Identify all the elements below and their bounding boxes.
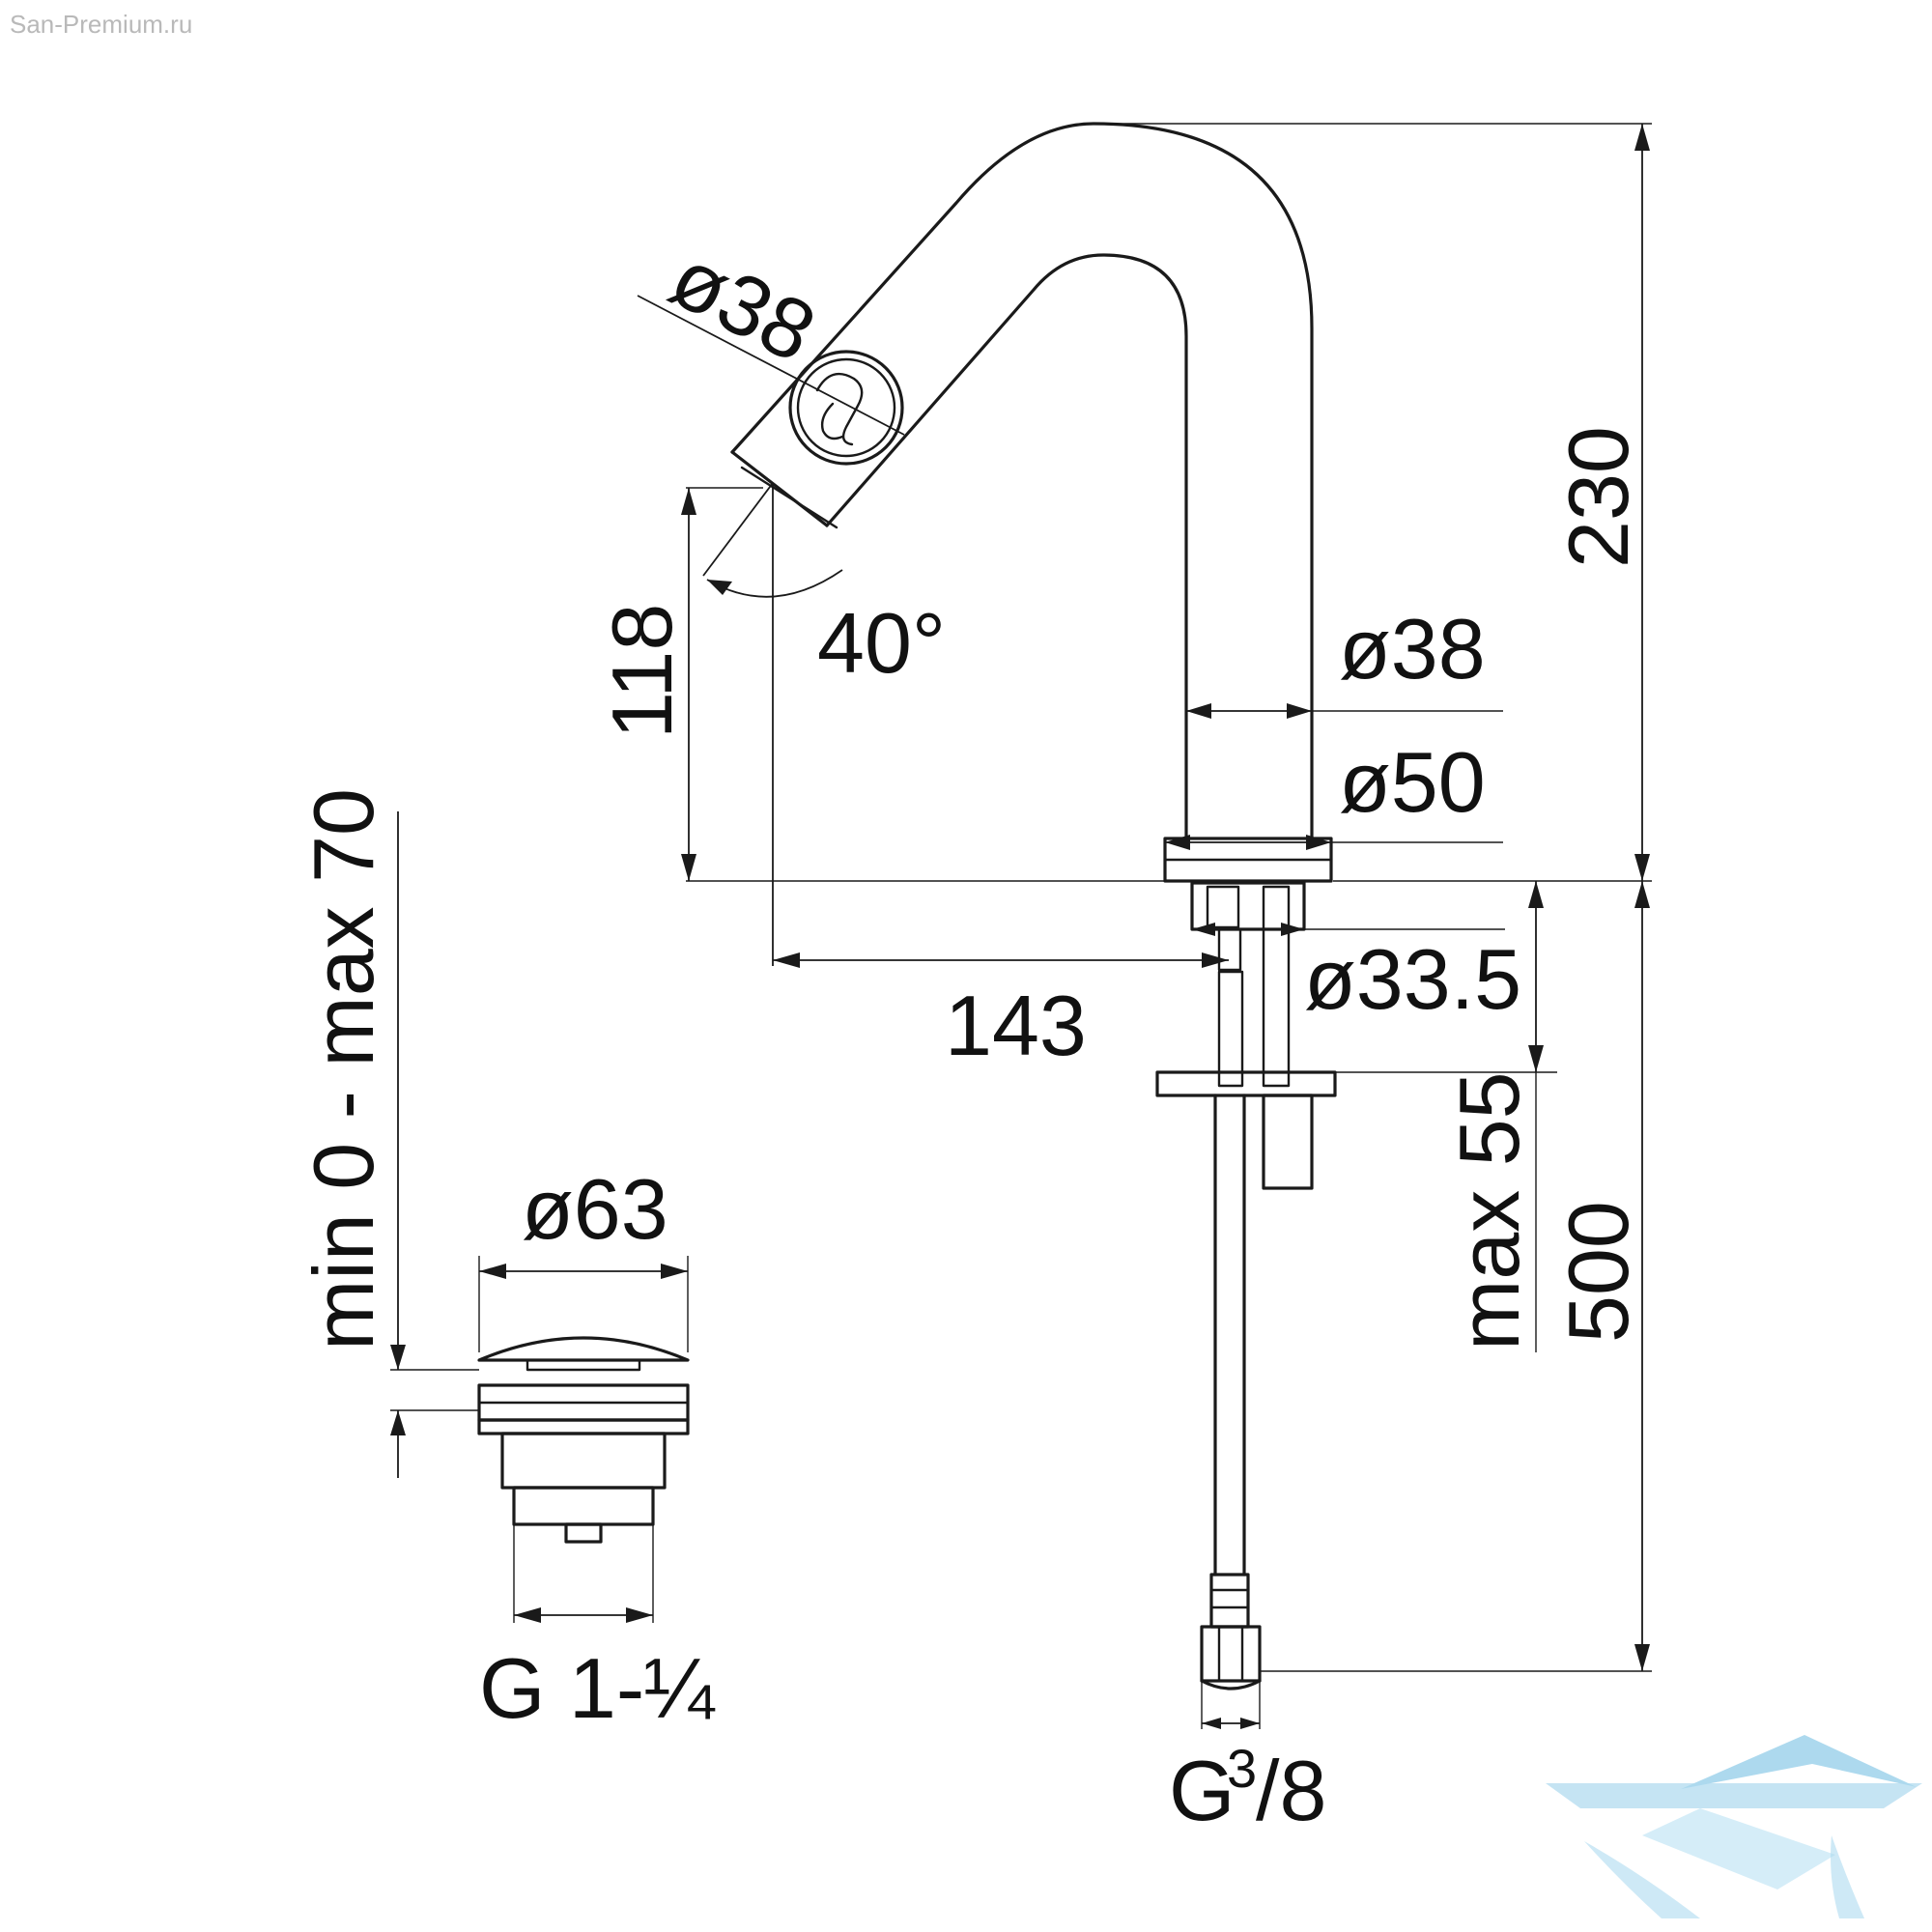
watermark-site: San-Premium.ru	[10, 10, 192, 39]
hose-ferrule	[1209, 1573, 1250, 1629]
faucet-dimensions: 230 118 40° ø38 ø38 ø50 ø33.5	[594, 123, 1652, 1838]
shank-collar	[1206, 885, 1240, 929]
spout-outer-contour	[730, 122, 1314, 838]
drain-body-lower	[512, 1486, 655, 1526]
shank-rod	[1217, 927, 1242, 972]
dim-drain-thread-fraction: ¼	[643, 1640, 716, 1736]
drain-flange-lower	[477, 1418, 690, 1435]
dim-body-diameter: ø38	[1339, 601, 1486, 696]
dim-spout-reach: 143	[945, 978, 1087, 1073]
hose-nut-bottom	[1200, 1679, 1262, 1690]
san-premium-bathtub-logo	[1546, 1735, 1922, 1918]
sensor-inner-ring	[796, 357, 896, 458]
stud-lower	[1217, 970, 1244, 1088]
sensor-logo-mark	[815, 372, 864, 446]
dim-spout-angle: 40°	[817, 595, 946, 691]
dim-total-height: 230	[1550, 426, 1646, 568]
dim-hose-length: 500	[1550, 1201, 1646, 1343]
drain-dimensions: ø63 min 0 - max 70 G 1- ¼	[296, 788, 716, 1736]
dim-drain-range: min 0 - max 70	[296, 788, 391, 1350]
dim-shank-diameter: ø33.5	[1304, 931, 1521, 1027]
dim-drain-thread: G 1-	[479, 1640, 644, 1736]
dim-outlet-height: 118	[594, 604, 690, 739]
dim-base-diameter: ø50	[1339, 734, 1486, 830]
shank-upper	[1190, 881, 1306, 931]
dim-max-deck-thickness: max 55	[1441, 1071, 1537, 1350]
drain-cap-stem	[526, 1358, 641, 1372]
drain-drawing	[477, 1336, 690, 1544]
spout-nozzle-face	[730, 450, 829, 527]
dim-outlet-diameter: ø38	[656, 229, 830, 381]
faucet-drawing	[730, 122, 1337, 1690]
drain-cap	[477, 1336, 690, 1362]
dim-cap-diameter: ø63	[522, 1161, 668, 1257]
fixing-plate	[1155, 1070, 1337, 1097]
stud-side	[1262, 885, 1291, 1088]
dim-hose-thread-numerator: 3	[1227, 1738, 1257, 1799]
fixing-nut	[1262, 1094, 1314, 1190]
spout-nozzle-lip	[740, 466, 838, 529]
sensor-circle	[788, 350, 904, 466]
drain-body	[500, 1432, 667, 1490]
hose-nut	[1200, 1625, 1262, 1683]
spout-inner-contour	[825, 253, 1188, 838]
dim-hose-thread-denominator: /8	[1256, 1743, 1326, 1838]
drain-tail-pin	[564, 1522, 603, 1544]
dim-hose-thread-prefix: G	[1169, 1743, 1235, 1838]
